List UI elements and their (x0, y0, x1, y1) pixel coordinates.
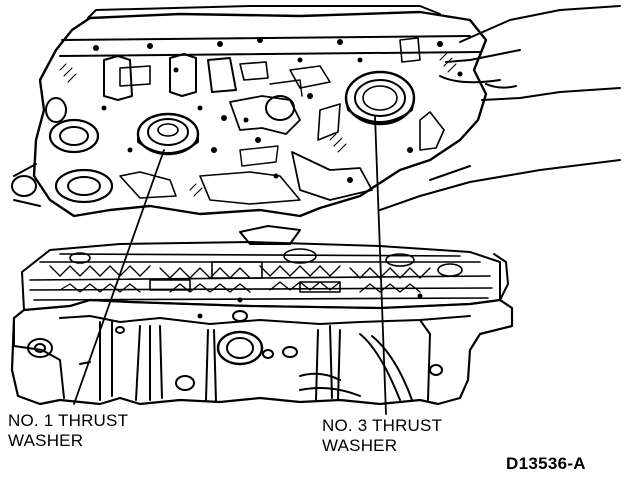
figure-id: D13536-A (506, 454, 586, 473)
callout-leaders (73, 115, 387, 415)
callout-no-1-line1: NO. 1 THRUST (8, 411, 129, 430)
valve-body (21, 225, 501, 311)
no-3-thrust-washer (344, 70, 416, 126)
lower-case (10, 253, 514, 406)
upper-case-half (11, 5, 488, 319)
callout-no-1-thrust-washer: NO. 1 THRUST WASHER (8, 411, 128, 451)
leader-line-washer-1 (73, 149, 165, 405)
callout-no-3-thrust-washer: NO. 3 THRUST WASHER (322, 416, 442, 456)
leader-line-washer-3 (374, 115, 387, 415)
hand-illustration (379, 5, 621, 211)
no-1-thrust-washer (136, 112, 200, 156)
callout-no-3-line2: WASHER (322, 436, 398, 455)
callout-no-3-line1: NO. 3 THRUST (322, 416, 443, 435)
callout-no-1-line2: WASHER (8, 431, 84, 450)
